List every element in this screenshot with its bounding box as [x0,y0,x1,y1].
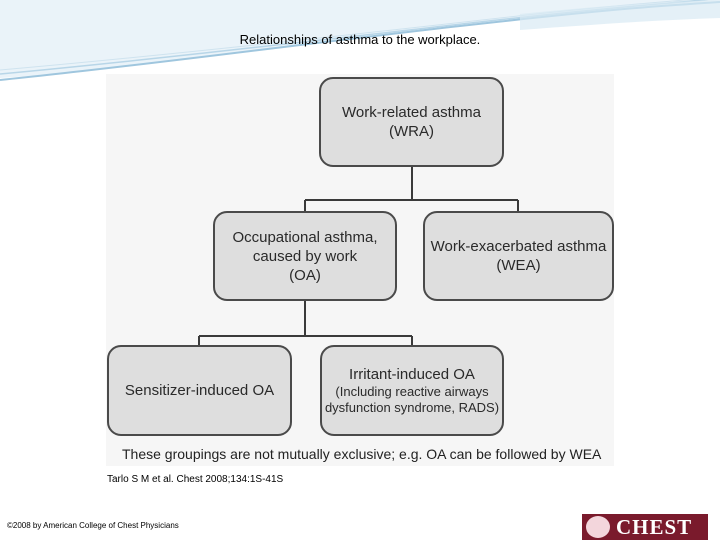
oa-abbrev: (OA) [289,266,321,284]
wea-label: Work-exacerbated asthma [430,238,607,255]
box-work-exacerbated-asthma: Work-exacerbated asthma (WEA) [423,211,614,301]
oa-sublabel: caused by work [252,247,358,265]
box-irritant-induced-oa: Irritant-induced OA (Including reactive … [320,345,504,436]
irritant-label: Irritant-induced OA [349,366,475,383]
oa-label: Occupational asthma, [232,228,378,246]
wea-abbrev: (WEA) [496,257,541,274]
header-wave-decoration [0,0,720,81]
irritant-sublabel-1: (Including reactive airways [335,384,489,399]
box-sensitizer-induced-oa: Sensitizer-induced OA [107,345,292,436]
chest-emblem-icon [586,516,610,538]
wra-abbrev: (WRA) [389,123,434,140]
chest-logo-text: CHEST [616,515,693,539]
copyright-notice: ©2008 by American College of Chest Physi… [7,521,179,530]
diagram-caption: These groupings are not mutually exclusi… [122,446,602,462]
chest-logo: CHEST [582,514,708,540]
citation: Tarlo S M et al. Chest 2008;134:1S-41S [107,474,284,485]
irritant-sublabel-2: dysfunction syndrome, RADS) [324,400,500,415]
wra-label: Work-related asthma [342,104,481,121]
box-occupational-asthma: Occupational asthma, caused by work (OA) [213,211,397,301]
sensitizer-label: Sensitizer-induced OA [124,382,275,399]
box-work-related-asthma: Work-related asthma (WRA) [319,77,504,167]
slide-title: Relationships of asthma to the workplace… [239,32,481,47]
